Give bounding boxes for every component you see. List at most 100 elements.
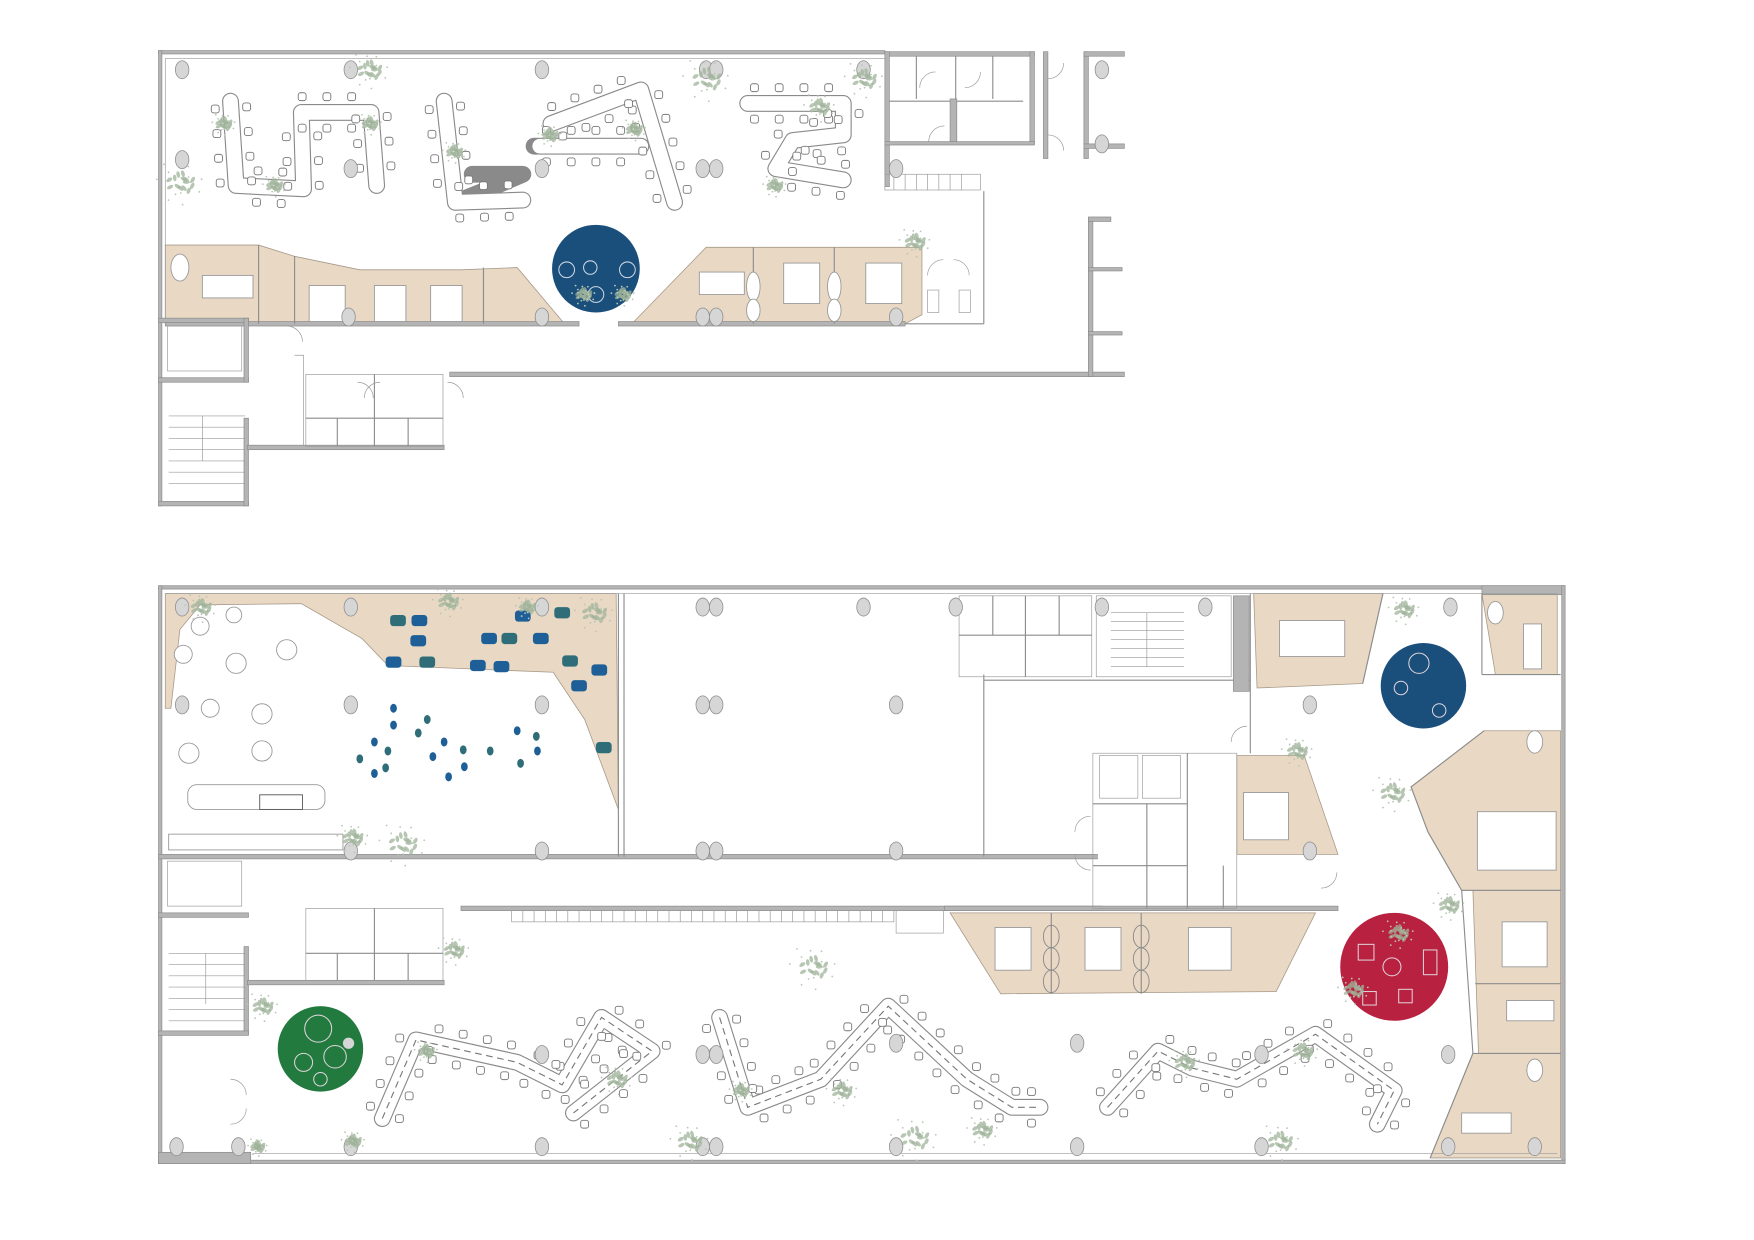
plant-dot	[638, 128, 641, 131]
plant-dot	[1189, 1067, 1191, 1070]
plant-dot	[275, 180, 278, 183]
chair-icon	[632, 1051, 642, 1061]
plant-leaf	[448, 943, 453, 951]
plant-dot	[254, 998, 257, 1001]
plant-dot	[1269, 1155, 1272, 1157]
plant-dot	[622, 1078, 625, 1081]
plant-icon	[437, 937, 470, 966]
plant-dot	[1259, 1137, 1262, 1140]
chair-icon	[1095, 1087, 1105, 1097]
plant-dot	[841, 1096, 844, 1099]
plant-dot	[632, 292, 635, 294]
chair-icon	[551, 1059, 561, 1069]
plant-dot	[451, 156, 453, 159]
chair-icon	[404, 1091, 414, 1101]
plant-dot	[1355, 983, 1358, 985]
plant-dot	[453, 597, 455, 600]
stool-icon	[371, 737, 378, 747]
plant-dot	[679, 1131, 682, 1134]
plant-dot	[224, 134, 227, 136]
stool-icon	[382, 763, 390, 773]
meeting-rooms-center	[994, 912, 1232, 994]
chair-icon	[668, 137, 678, 147]
plant-dot	[445, 141, 448, 144]
plant-dot	[257, 1155, 260, 1157]
plant-leaf	[590, 603, 595, 610]
plant-leaf	[1296, 746, 1304, 751]
chair-icon	[563, 1038, 573, 1048]
plant-leaf	[863, 73, 871, 78]
plant-dot	[608, 1075, 611, 1078]
chair-icon	[1027, 1118, 1036, 1128]
chair-icon	[773, 129, 783, 139]
plant-dot	[807, 94, 810, 96]
plant-dot	[536, 611, 538, 613]
plant-dot	[734, 1098, 737, 1101]
plant-dot	[367, 114, 370, 117]
plant-dot	[1294, 1062, 1297, 1065]
column-icon	[709, 841, 724, 861]
plant-leaf	[1392, 782, 1397, 789]
chair-icon	[866, 1043, 876, 1053]
plant-dot	[277, 182, 280, 184]
plant-dot	[628, 1084, 631, 1087]
plant-dot	[361, 113, 363, 116]
plant-dot	[679, 1137, 682, 1140]
plant-dot	[613, 1086, 615, 1089]
plant-leaf	[900, 1133, 907, 1138]
plant-dot	[1409, 608, 1412, 611]
chair-icon	[716, 1071, 726, 1081]
chair-icon	[591, 1054, 600, 1064]
plant-dot	[268, 187, 270, 190]
plant-leaf	[447, 597, 455, 601]
plant-leaf	[697, 1136, 703, 1143]
chair-icon	[314, 156, 323, 165]
stool-icon	[390, 720, 397, 730]
plant-dot	[1350, 977, 1353, 980]
plant-leaf	[1179, 1056, 1184, 1063]
plant-dot	[635, 124, 638, 127]
plant-dot	[1445, 912, 1447, 915]
plant-icon	[514, 597, 540, 620]
plant-dot	[717, 81, 720, 84]
plant-dot	[279, 186, 282, 189]
plant-dot	[621, 1067, 624, 1070]
plant-dot	[811, 109, 814, 112]
plant-dot	[621, 127, 624, 129]
column-icon	[175, 60, 190, 80]
chair-icon	[547, 102, 557, 111]
plant-dot	[357, 833, 360, 836]
plant-dot	[357, 842, 359, 845]
plant-dot	[1294, 1053, 1297, 1056]
plant-dot	[1190, 1061, 1193, 1064]
plant-dot	[825, 105, 828, 108]
plant-dot	[1300, 1039, 1303, 1042]
plant-dot	[221, 114, 224, 117]
plant-leaf	[1280, 1143, 1286, 1149]
chair-icon	[581, 122, 591, 132]
plant-dot	[1392, 800, 1394, 803]
plant-dot	[768, 193, 770, 196]
plant-dot	[788, 963, 791, 965]
plant-leaf	[914, 237, 921, 242]
plant-leaf	[1302, 1052, 1309, 1058]
plant-dot	[1400, 926, 1402, 929]
column-icon	[856, 597, 871, 617]
plant-dot	[192, 603, 195, 606]
plant-dot	[390, 860, 393, 863]
plant-dot	[576, 302, 579, 305]
plant-leaf	[522, 601, 527, 609]
plant-leaf	[915, 1140, 921, 1147]
plant-dot	[263, 1020, 266, 1023]
plant-dot	[192, 599, 195, 602]
plant-dot	[1176, 1065, 1179, 1067]
plant-leaf	[915, 1125, 920, 1133]
plant-dot	[709, 69, 712, 72]
plant-dot	[915, 1159, 918, 1162]
plant-dot	[461, 951, 464, 954]
stool-icon	[414, 728, 422, 738]
plant-dot	[550, 130, 553, 132]
chair-icon	[252, 197, 261, 207]
plant-dot	[445, 946, 448, 949]
